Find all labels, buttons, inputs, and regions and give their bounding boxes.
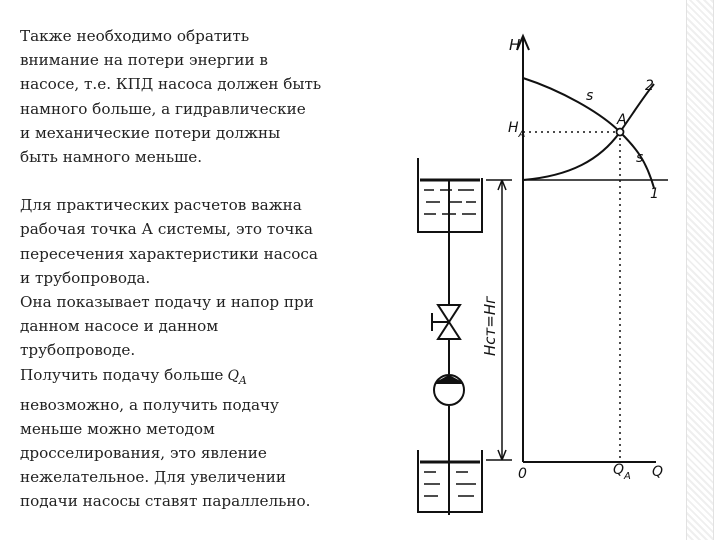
origin-label: 0 [518, 466, 527, 482]
height-dimension-label: Hст=Hг [481, 296, 499, 356]
head-subscript: A [518, 129, 526, 140]
head-label: HA [508, 120, 526, 140]
slide-text: Также необходимо обратить внимание на по… [20, 24, 380, 514]
text-fragment: Получить подачу больше [20, 365, 224, 384]
text-line: подачи насосы ставят параллельно. [20, 492, 311, 511]
text-line: дросселирования, это явление [20, 444, 267, 463]
diagram-labels: H Q 0 HA QA A 2 1 s s Hст=Hг [481, 36, 663, 482]
text-line: Также необходимо обратить [20, 27, 250, 45]
flow-subscript: A [623, 471, 631, 482]
head-symbol: H [508, 120, 519, 136]
flow-label: QA [613, 462, 631, 482]
text-line: насосе, т.е. КПД насоса должен быть [20, 75, 322, 94]
height-dimension-arrows [497, 179, 507, 461]
text-line: Она показывает подачу и напор при [20, 293, 314, 312]
text-line: Для практических расчетов важна [20, 196, 302, 215]
text-line: внимание на потери энергии в [20, 51, 268, 70]
paragraph-pump-losses: Также необходимо обратить внимание на по… [20, 24, 380, 169]
lower-tank [417, 450, 483, 513]
lower-tank-water-hatching [424, 471, 476, 497]
text-line: трубопроводе. [20, 341, 136, 360]
pipeline-characteristic-curve [522, 83, 655, 181]
curve-mark-s-lower: s [636, 150, 643, 166]
text-line: меньше можно методом [20, 419, 215, 438]
text-line: быть намного меньше. [20, 148, 203, 167]
valve-icon [436, 304, 462, 340]
text-line: невозможно, а получить подачу [20, 395, 279, 414]
operating-point-marker [615, 127, 625, 137]
diagram-lines [417, 33, 668, 515]
operating-point-label: A [616, 112, 627, 128]
y-axis-arrow [516, 33, 530, 51]
curve-label-2: 2 [645, 78, 654, 94]
text-line: нежелательное. Для увеличении [20, 468, 287, 487]
qa-symbol: Q [227, 367, 239, 384]
qa-formula: QA [227, 367, 247, 387]
text-line: пересечения характеристики насоса [20, 244, 318, 263]
flow-symbol: Q [613, 462, 624, 478]
text-line: данном насосе и данном [20, 317, 219, 336]
text-line: и механические потери должны [20, 123, 281, 142]
upper-tank-water-hatching [424, 189, 476, 215]
pump-arrow-icon [435, 374, 463, 384]
text-line: и трубопровода. [20, 268, 151, 287]
y-axis-label: H [509, 36, 520, 54]
paragraph-operating-point: Для практических расчетов важна рабочая … [20, 193, 380, 362]
x-axis-label: Q [652, 464, 663, 480]
text-line: намного больше, а гидравлические [20, 99, 306, 118]
curve-label-1: 1 [650, 186, 659, 202]
curve-mark-s-upper: s [586, 88, 593, 104]
qa-subscript: A [238, 373, 247, 387]
text-line: рабочая точка А системы, это точка [20, 220, 313, 239]
decorative-stripe [686, 0, 714, 540]
